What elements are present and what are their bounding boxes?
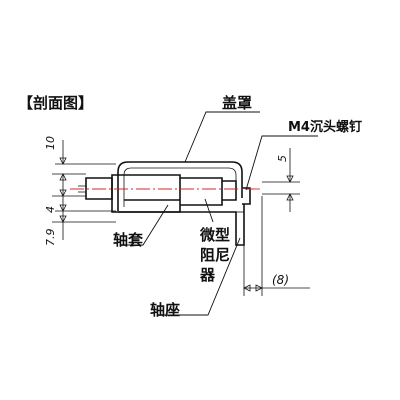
sleeve-label: 轴套 (113, 231, 144, 249)
sleeve-outline (111, 174, 181, 213)
left-arrowheads (59, 157, 67, 223)
base-label: 轴座 (150, 301, 180, 319)
dim-8-arrowheads (243, 284, 263, 292)
dim-7-9: 7.9 (44, 229, 57, 247)
dim-4: 4 (44, 206, 57, 213)
dim-10: 10 (44, 136, 57, 150)
dim-5-arrowheads (286, 175, 294, 201)
damper-label-line-2: 阻尼 (200, 246, 230, 264)
left-extension-lines (52, 163, 116, 223)
damper-leader (204, 198, 214, 223)
cover-label: 盖罩 (222, 94, 252, 112)
right-extension-lines (262, 181, 300, 195)
cover-inner-line (123, 167, 237, 207)
screw-label: M4沉头螺钉 (288, 119, 362, 135)
damper-label-line-3: 器 (199, 266, 216, 284)
dim-8: (8) (272, 273, 289, 287)
drawing-title: 【剖面图】 (18, 94, 93, 112)
damper-label-line-1: 微型 (199, 226, 230, 244)
cover-outline (117, 161, 243, 211)
base-leader (160, 237, 241, 316)
screw-head (242, 187, 251, 205)
sleeve-leader (120, 204, 169, 246)
screw-leader (245, 135, 318, 191)
damper-outline (180, 177, 223, 206)
cover-leader (184, 111, 260, 163)
dim-5: 5 (276, 155, 289, 162)
damper-shaft (222, 180, 237, 201)
shaft-end (85, 177, 113, 200)
shaft-tip (78, 185, 86, 193)
dim-8-extension-lines (243, 196, 263, 296)
